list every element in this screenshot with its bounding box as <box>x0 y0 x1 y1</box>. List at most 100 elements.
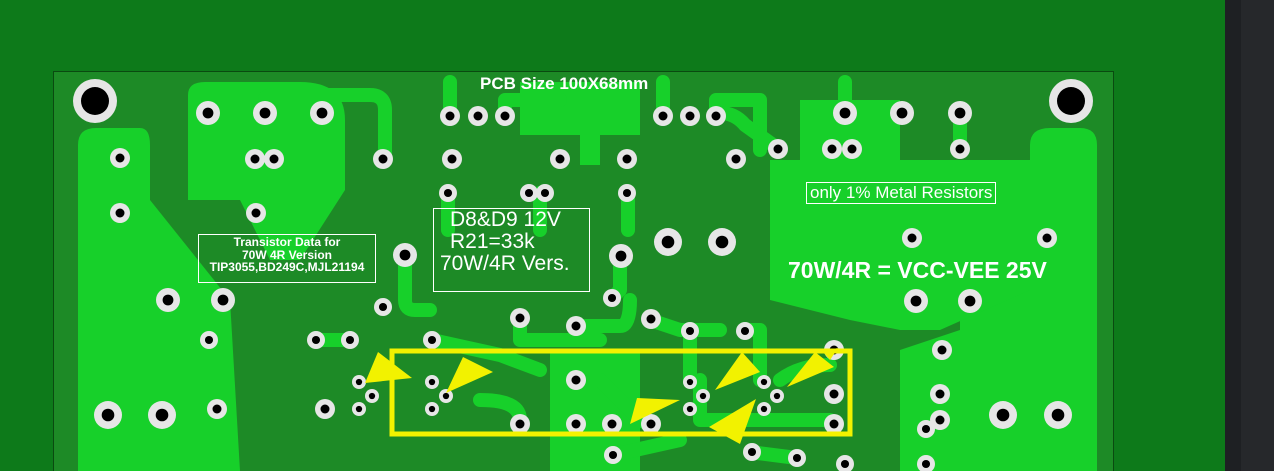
pad-hole <box>608 450 618 460</box>
copper-pour-right-mid <box>770 160 1030 330</box>
pad-hole <box>646 419 656 429</box>
pad-hole <box>661 235 675 249</box>
pad-hole <box>847 144 857 154</box>
pad-hole <box>500 111 510 121</box>
pad-hole <box>447 154 457 164</box>
pad-hole <box>320 404 330 414</box>
pad-hole <box>921 459 931 469</box>
pad-hole <box>839 107 851 119</box>
pad-hole <box>524 188 534 198</box>
pad-hole <box>686 405 694 413</box>
transistor-note-line3: TIP3055,BD249C,MJL21194 <box>209 260 365 275</box>
pad-hole <box>937 345 947 355</box>
pad-hole <box>368 392 376 400</box>
pad-hole <box>571 375 581 385</box>
pad-hole <box>760 405 768 413</box>
pad-hole <box>607 419 617 429</box>
pad-hole <box>540 188 550 198</box>
copper-pour-left-top <box>188 82 345 260</box>
highlight-box <box>389 348 853 437</box>
pad-hole <box>622 154 632 164</box>
pad-hole <box>921 424 931 434</box>
pad-hole <box>840 459 850 469</box>
pad-hole <box>378 302 388 312</box>
pad-hole <box>773 144 783 154</box>
pad-hole <box>954 107 966 119</box>
vertical-scrollbar[interactable] <box>1241 0 1274 471</box>
pad-hole <box>1051 408 1065 422</box>
pad-hole <box>773 392 781 400</box>
pad-hole <box>829 419 839 429</box>
highlight-arrows <box>365 348 838 444</box>
pad-hole <box>622 188 632 198</box>
pad-hole <box>378 154 388 164</box>
transistor-note-line2: 70W 4R Version <box>241 247 333 262</box>
pad-hole <box>571 321 581 331</box>
pad-hole <box>355 378 363 386</box>
copper-pour-right <box>960 128 1097 471</box>
pad-hole <box>399 249 411 261</box>
pad-hole <box>996 408 1010 422</box>
pad-hole <box>162 294 174 306</box>
pcb-title: PCB Size 100X68mm <box>480 74 649 93</box>
pad-hole <box>101 408 115 422</box>
pad-hole <box>217 294 229 306</box>
pad-hole <box>955 144 965 154</box>
pad-hole <box>715 235 729 249</box>
pad-hole <box>907 233 917 243</box>
component-note: D8&D9 12V R21=33k 70W/4R Vers. <box>433 208 590 292</box>
pad-hole <box>607 293 617 303</box>
power-note: 70W/4R = VCC-VEE 25V <box>788 257 1047 283</box>
pad-hole <box>428 378 436 386</box>
pad-hole <box>115 208 125 218</box>
pad-hole <box>685 326 695 336</box>
resistor-note: only 1% Metal Resistors <box>806 182 997 204</box>
pad-hole <box>740 326 750 336</box>
pad-hole <box>731 154 741 164</box>
component-note-line1: D8&D9 12V <box>450 208 561 231</box>
pad-hole <box>964 295 976 307</box>
component-note-line3: 70W/4R Vers. <box>440 252 570 276</box>
pad-hole <box>699 392 707 400</box>
pad-hole <box>747 447 757 457</box>
pad-hole <box>658 111 668 121</box>
pad-hole <box>686 378 694 386</box>
pad-hole <box>345 335 355 345</box>
pad-hole <box>760 378 768 386</box>
pad-hole <box>473 111 483 121</box>
pad-hole <box>250 154 260 164</box>
mounting-holes <box>73 79 1093 123</box>
pad-hole <box>212 404 222 414</box>
pad-hole <box>443 188 453 198</box>
pad-hole <box>711 111 721 121</box>
pad-hole <box>792 453 802 463</box>
pad-hole <box>829 389 839 399</box>
pad-hole <box>1042 233 1052 243</box>
pad-hole <box>445 111 455 121</box>
pad-hole <box>935 389 945 399</box>
pad-hole <box>685 111 695 121</box>
pad-hole <box>427 335 437 345</box>
pad-hole <box>515 419 525 429</box>
pad-hole <box>442 392 450 400</box>
pad-hole <box>311 335 321 345</box>
pcb-viewport[interactable]: PCB Size 100X68mm Transistor Data for 70… <box>0 0 1225 471</box>
pad-hole <box>115 153 125 163</box>
pad-hole <box>827 144 837 154</box>
pad-hole <box>204 335 214 345</box>
pad-hole <box>646 314 656 324</box>
pad-hole <box>202 107 214 119</box>
component-note-line2: R21=33k <box>450 230 535 254</box>
transistor-note-line1: Transistor Data for <box>233 235 341 249</box>
pad-hole <box>269 154 279 164</box>
pad-hole <box>555 154 565 164</box>
pcb-layout <box>73 75 1097 471</box>
pad-hole <box>155 408 169 422</box>
pad-hole <box>251 208 261 218</box>
pad-hole <box>316 107 328 119</box>
pad-hole <box>896 107 908 119</box>
pad-hole <box>935 415 945 425</box>
pad-hole <box>355 405 363 413</box>
pad-hole <box>428 405 436 413</box>
pad-hole <box>910 295 922 307</box>
